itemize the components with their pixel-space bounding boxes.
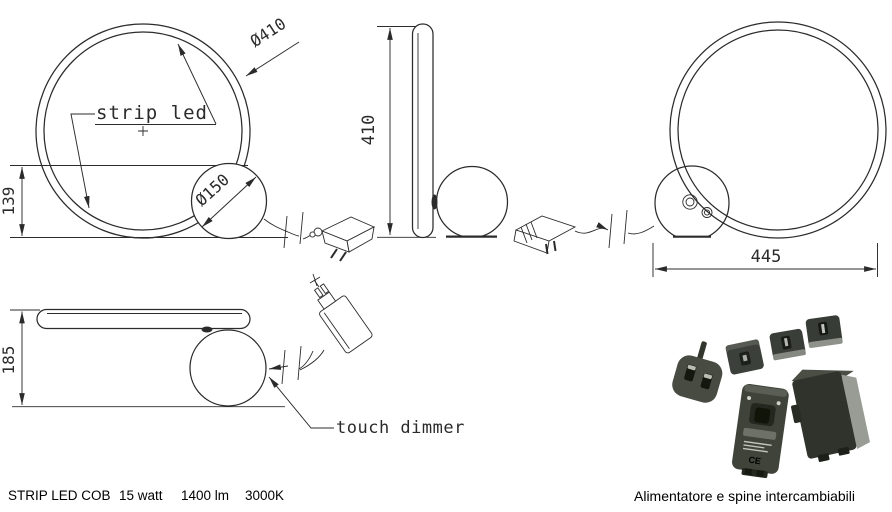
power-supply-body: CE — [732, 383, 789, 479]
power-adapter-sketch-b — [513, 209, 655, 255]
cable-break-marks — [608, 209, 628, 249]
ring-outer-circle — [669, 21, 887, 239]
dimension-label-139: 139 — [0, 187, 18, 216]
sphere-flat-mask — [668, 236, 716, 242]
ring-inner-circle — [677, 29, 879, 231]
connector-hole-2 — [701, 207, 713, 218]
dimension-label-410-diameter: Ø410 — [247, 14, 290, 51]
ring-outer-circle — [35, 23, 251, 239]
power-cable — [627, 225, 655, 235]
power-adapter-sketch-a — [302, 216, 376, 262]
sphere-base — [189, 329, 267, 407]
plug-head-2 — [769, 328, 806, 361]
sphere-flat-mask — [442, 236, 504, 242]
power-adapter-photo: CE Alimentatore e spine intercambiabili — [634, 315, 870, 504]
spec-color-temperature: 3000K — [245, 488, 284, 503]
product-spec-line: STRIP LED COB 15 watt 1400 lm 3000K — [8, 488, 284, 503]
leader-strip-led-top — [177, 43, 217, 125]
ce-mark: CE — [748, 455, 762, 467]
ring-profile-bar — [36, 308, 251, 330]
spec-wattage: 15 watt — [119, 488, 163, 503]
ring-inner-circle — [43, 31, 243, 231]
leader-touch-dimmer — [268, 376, 334, 429]
front-view: 139 Ø150 Ø410 strip led — [0, 14, 304, 249]
power-adapter-sketch-c — [299, 273, 373, 371]
sphere-base — [654, 165, 730, 241]
plug-prongs — [545, 240, 557, 255]
leader-ring-diameter — [245, 41, 300, 77]
photo-caption: Alimentatore e spine intercambiabili — [634, 488, 855, 504]
spec-luminous-flux: 1400 lm — [181, 488, 229, 503]
sphere-base — [435, 165, 509, 239]
dimension-label-410: 410 — [359, 115, 379, 146]
ring-profile-bar — [411, 23, 434, 239]
plug-head-1 — [725, 339, 764, 375]
cable-break-marks — [281, 345, 302, 385]
power-cable — [298, 350, 314, 370]
dimension-label-185: 185 — [0, 346, 18, 375]
dimension-label-445: 445 — [751, 247, 782, 267]
leader-strip-led-bottom — [70, 113, 95, 209]
plug-prongs — [330, 248, 347, 262]
cable-connector — [201, 326, 213, 333]
adapter-block — [791, 369, 870, 462]
pin-tick-marks — [309, 273, 321, 287]
connector-hole-inner — [685, 197, 695, 207]
power-cable — [574, 222, 609, 234]
dimension-line-150 — [201, 176, 257, 228]
cable-break-marks — [283, 211, 304, 249]
center-mark — [138, 126, 148, 136]
side-view: 410 — [359, 23, 509, 242]
power-cable — [299, 349, 325, 371]
laying-side-view: 185 touch dimmer — [0, 308, 465, 438]
strip-led-label: strip led — [96, 102, 208, 124]
product-name: STRIP LED COB — [8, 488, 111, 503]
plug-head-3 — [805, 315, 843, 348]
front-view-right: 445 — [652, 21, 887, 277]
power-cable — [263, 218, 300, 237]
cable-arrow — [268, 364, 289, 370]
cable-connector — [431, 194, 438, 210]
uk-plug — [672, 341, 723, 403]
touch-dimmer-label: touch dimmer — [336, 418, 465, 438]
earth-pin — [696, 341, 707, 362]
connector-hole-2-inner — [703, 209, 711, 216]
